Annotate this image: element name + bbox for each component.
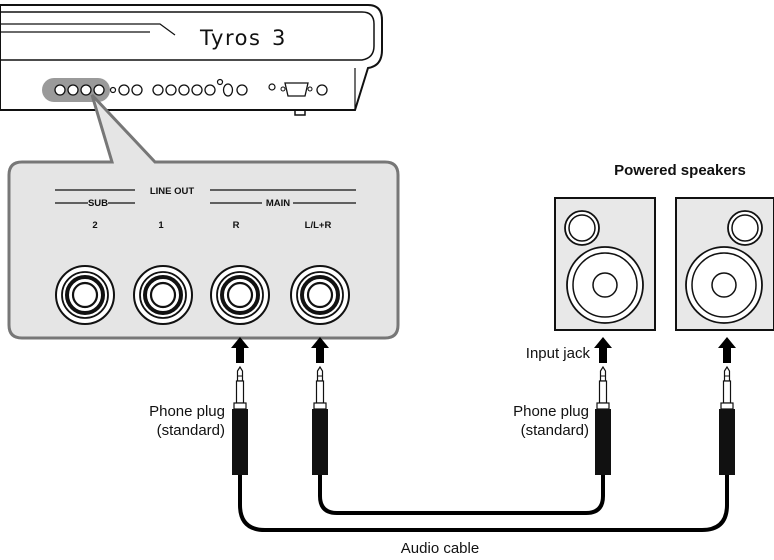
arrow-to-main-r	[231, 337, 249, 363]
arrow-to-speaker-right	[718, 337, 736, 363]
jack-sub-2	[54, 264, 116, 326]
sub-label: SUB	[88, 198, 108, 209]
jack-label-sub-1: 1	[158, 220, 164, 231]
brand-logo: Tyros	[199, 26, 261, 50]
audio-cable-label: Audio cable	[401, 540, 479, 557]
jack-label-main-r: R	[233, 220, 240, 231]
speakers-title: Powered speakers	[614, 162, 746, 179]
input-jack-label: Input jack	[526, 345, 591, 362]
phone-plug-label-right-2: (standard)	[521, 422, 589, 439]
speaker-right	[675, 197, 774, 331]
main-label: MAIN	[266, 198, 290, 209]
phone-plug-3	[594, 366, 612, 476]
phone-plug-label-left-1: Phone plug	[149, 403, 225, 420]
jack-main-r	[209, 264, 271, 326]
line-out-label: LINE OUT	[150, 186, 195, 197]
speaker-left	[554, 197, 656, 331]
jack-sub-1	[132, 264, 194, 326]
line-out-panel: LINE OUT SUB MAIN 2 1 R L/L+R	[7, 93, 400, 340]
keyboard-rear-panel: Tyros 3	[0, 4, 383, 116]
jack-label-main-l: L/L+R	[305, 220, 332, 231]
phone-plug-4	[718, 366, 736, 476]
jack-main-l	[289, 264, 351, 326]
phone-plug-label-left-2: (standard)	[157, 422, 225, 439]
phone-plug-1	[231, 366, 249, 476]
audio-cables	[238, 461, 729, 532]
arrow-to-main-l	[311, 337, 329, 363]
jack-label-sub-2: 2	[92, 220, 97, 231]
arrow-to-speaker-left	[594, 337, 612, 363]
phone-plug-label-right-1: Phone plug	[513, 403, 589, 420]
phone-plug-2	[311, 366, 329, 476]
brand-version: 3	[272, 26, 287, 50]
